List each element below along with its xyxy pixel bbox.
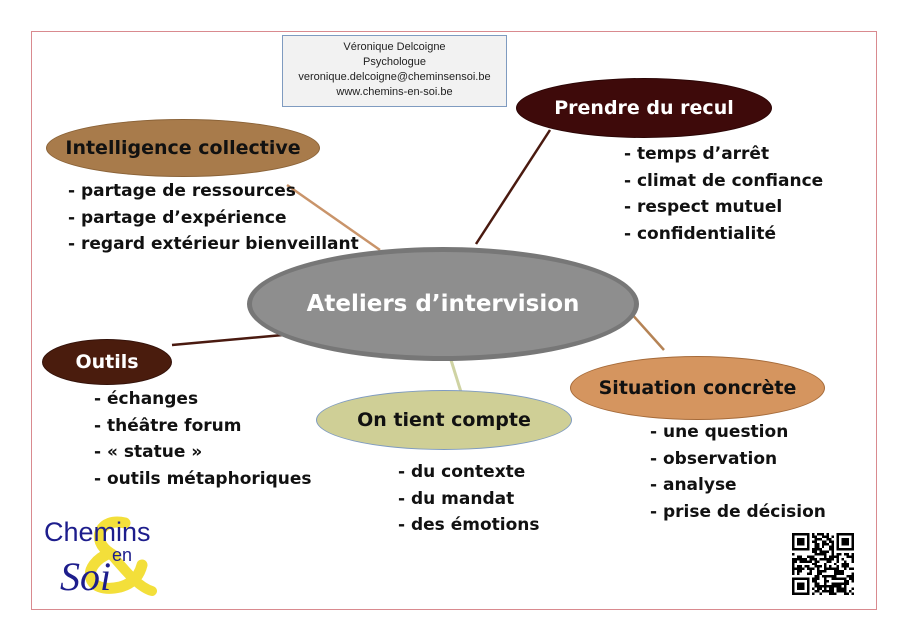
contact-website[interactable]: www.chemins-en-soi.be bbox=[336, 86, 453, 98]
list-item: partage de ressources bbox=[68, 178, 359, 205]
list-item: outils métaphoriques bbox=[94, 466, 312, 493]
contact-card: Véronique Delcoigne Psychologue veroniqu… bbox=[282, 35, 507, 107]
node-situation-label: Situation concrète bbox=[598, 377, 797, 399]
logo-line2: en bbox=[112, 545, 133, 565]
chemins-en-soi-logo: Chemins en Soi bbox=[40, 515, 170, 600]
node-tient-label: On tient compte bbox=[357, 409, 531, 431]
list-item: partage d’expérience bbox=[68, 205, 359, 232]
node-recul: Prendre du recul bbox=[516, 78, 772, 138]
center-node-label: Ateliers d’intervision bbox=[306, 291, 580, 317]
ampersand-icon bbox=[84, 516, 157, 596]
link-recul bbox=[474, 129, 552, 245]
node-recul-label: Prendre du recul bbox=[554, 97, 734, 119]
logo-line3: Soi bbox=[60, 554, 112, 599]
page-frame bbox=[31, 31, 877, 610]
list-item: observation bbox=[650, 446, 826, 473]
contact-name: Véronique Delcoigne bbox=[343, 41, 446, 53]
contact-role: Psychologue bbox=[363, 56, 426, 68]
list-item: des émotions bbox=[398, 512, 540, 539]
node-situation: Situation concrète bbox=[570, 356, 825, 420]
list-item: « statue » bbox=[94, 439, 312, 466]
list-item: du mandat bbox=[398, 486, 540, 513]
node-intelligence-label: Intelligence collective bbox=[65, 137, 301, 159]
list-item: du contexte bbox=[398, 459, 540, 486]
list-item: regard extérieur bienveillant bbox=[68, 231, 359, 258]
list-item: une question bbox=[650, 419, 826, 446]
list-item: analyse bbox=[650, 472, 826, 499]
list-item: théâtre forum bbox=[94, 413, 312, 440]
link-tient bbox=[449, 359, 463, 393]
node-situation-items: une question observation analyse prise d… bbox=[650, 419, 826, 525]
list-item: échanges bbox=[94, 386, 312, 413]
node-intelligence: Intelligence collective bbox=[46, 119, 320, 177]
list-item: respect mutuel bbox=[624, 194, 823, 221]
link-outils bbox=[171, 333, 284, 347]
node-recul-items: temps d’arrêt climat de confiance respec… bbox=[624, 141, 823, 247]
logo-line1: Chemins bbox=[44, 517, 151, 547]
list-item: prise de décision bbox=[650, 499, 826, 526]
link-situation bbox=[629, 311, 665, 351]
node-tient-items: du contexte du mandat des émotions bbox=[398, 459, 540, 539]
list-item: temps d’arrêt bbox=[624, 141, 823, 168]
list-item: confidentialité bbox=[624, 221, 823, 248]
list-item: climat de confiance bbox=[624, 168, 823, 195]
qr-code-icon[interactable] bbox=[792, 533, 854, 595]
center-node: Ateliers d’intervision bbox=[247, 247, 639, 361]
node-outils: Outils bbox=[42, 339, 172, 385]
node-tient: On tient compte bbox=[316, 390, 572, 450]
node-outils-items: échanges théâtre forum « statue » outils… bbox=[94, 386, 312, 492]
contact-email[interactable]: veronique.delcoigne@cheminsensoi.be bbox=[298, 71, 491, 83]
node-outils-label: Outils bbox=[75, 351, 139, 373]
node-intelligence-items: partage de ressources partage d’expérien… bbox=[68, 178, 359, 258]
